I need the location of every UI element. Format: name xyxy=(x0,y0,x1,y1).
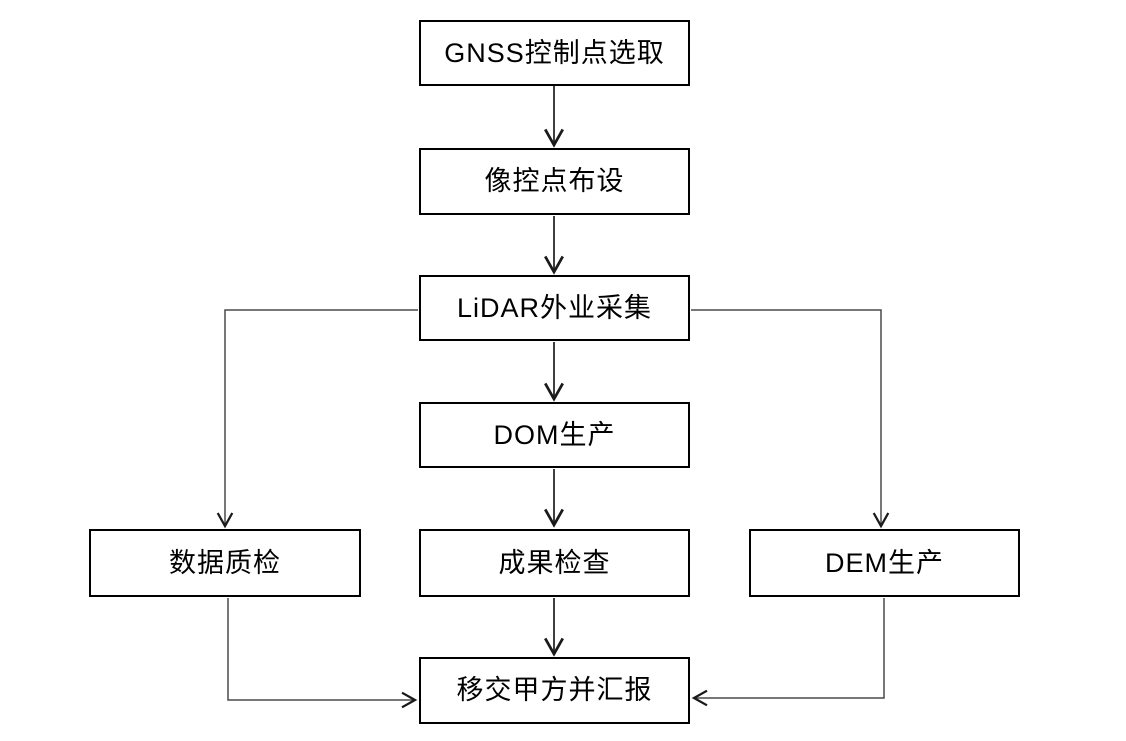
node-handover-and-report: 移交甲方并汇报 xyxy=(419,657,690,724)
node-data-quality-check: 数据质检 xyxy=(89,529,361,597)
node-label-image-control-point-layout: 像控点布设 xyxy=(484,166,625,196)
node-dem-production: DEM生产 xyxy=(749,529,1020,597)
node-label-data-quality-check: 数据质检 xyxy=(169,547,281,578)
edge-dem-to-handover xyxy=(691,598,885,707)
node-label-result-inspection: 成果检查 xyxy=(498,547,611,578)
node-gnss-control-point-selection: GNSS控制点选取 xyxy=(419,20,690,86)
node-dom-production: DOM生产 xyxy=(419,402,690,468)
edge-lidar-to-dataqc xyxy=(216,309,418,529)
edge-lidar-to-dem xyxy=(691,309,890,529)
edge-dataqc-to-handover xyxy=(227,598,418,709)
node-label-lidar-field-collection: LiDAR外业采集 xyxy=(456,292,653,323)
node-label-handover-and-report: 移交甲方并汇报 xyxy=(456,675,653,705)
node-label-gnss-control-point-selection: GNSS控制点选取 xyxy=(444,37,665,68)
node-label-dem-production: DEM生产 xyxy=(825,547,944,578)
node-result-inspection: 成果检查 xyxy=(419,529,690,597)
node-lidar-field-collection: LiDAR外业采集 xyxy=(419,275,690,341)
node-label-dom-production: DOM生产 xyxy=(493,419,616,450)
node-image-control-point-layout: 像控点布设 xyxy=(419,148,690,215)
